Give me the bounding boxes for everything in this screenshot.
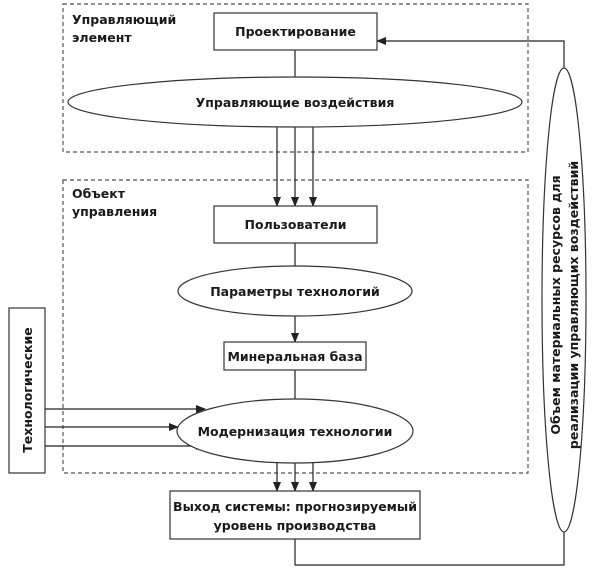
control-actions-ellipse <box>67 76 523 128</box>
system-output-label-line2: уровень производства <box>214 518 377 533</box>
resources-label-line1: Объем материальных ресурсов для <box>548 175 563 434</box>
tech-modernization-label: Модернизация технологии <box>198 424 393 439</box>
system-output-box <box>169 490 421 540</box>
control-element-label-line1: Управляющий <box>72 12 176 27</box>
users-box <box>213 205 378 244</box>
design-label: Проектирование <box>235 24 356 39</box>
control-object-label-line2: управления <box>72 204 157 219</box>
control-element-label-line2: элемент <box>72 30 132 45</box>
resources-ellipse <box>541 67 587 533</box>
users-label: Пользователи <box>245 217 347 232</box>
tech-params-ellipse <box>177 265 413 317</box>
control-actions-label: Управляющие воздействия <box>196 95 395 110</box>
mineral-base-box <box>223 341 367 371</box>
control-object-label-line1: Объект <box>72 186 126 201</box>
system-output-label-line1: Выход системы: прогнозируемый <box>173 499 417 514</box>
technological-label: Технологические <box>20 327 35 453</box>
technological-box <box>8 307 46 474</box>
feedback-output-to-resources <box>294 532 565 566</box>
mineral-base-label: Минеральная база <box>227 349 362 364</box>
control-element-group <box>62 3 529 153</box>
tech-modernization-ellipse <box>176 398 414 464</box>
tech-params-label: Параметры технологий <box>210 284 380 299</box>
feedback-resources-to-design <box>376 37 565 68</box>
design-box <box>213 12 378 51</box>
resources-label-line2: реализации управляющих воздействий <box>566 161 581 449</box>
